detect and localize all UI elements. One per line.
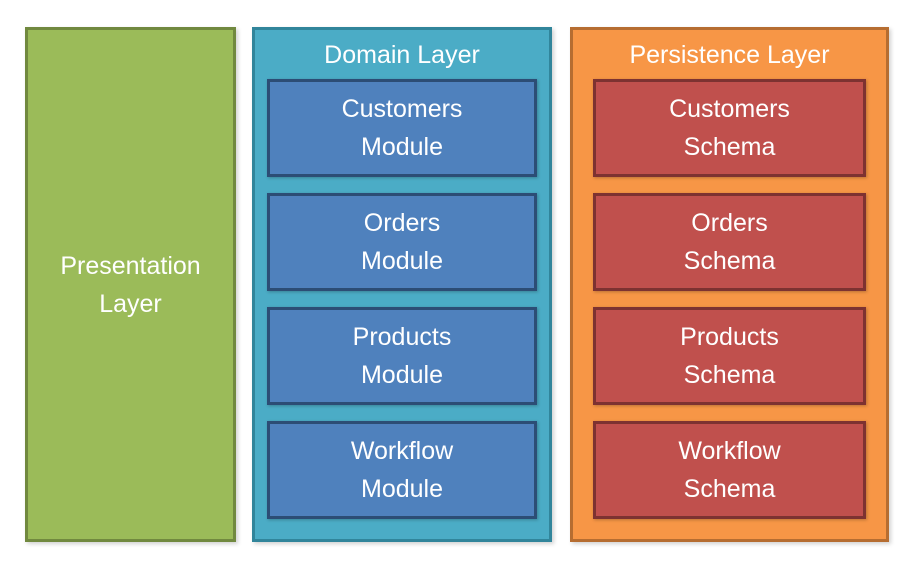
presentation-layer-title: Presentation Layer xyxy=(60,251,201,318)
persistence-layer-header: Persistence Layer xyxy=(593,30,866,79)
persistence-layer-title: Persistence Layer xyxy=(629,40,830,69)
orders-module-label: Orders Module xyxy=(361,209,443,275)
domain-layer-header: Domain Layer xyxy=(267,30,537,79)
domain-layer-box: Domain Layer Customers Module Orders Mod… xyxy=(252,27,552,542)
workflow-module-box: Workflow Module xyxy=(267,421,537,519)
products-module-box: Products Module xyxy=(267,307,537,405)
workflow-schema-box: Workflow Schema xyxy=(593,421,866,519)
products-schema-label: Products Schema xyxy=(680,323,779,389)
orders-schema-box: Orders Schema xyxy=(593,193,866,291)
customers-schema-box: Customers Schema xyxy=(593,79,866,177)
orders-schema-label: Orders Schema xyxy=(683,209,776,275)
orders-module-box: Orders Module xyxy=(267,193,537,291)
customers-module-box: Customers Module xyxy=(267,79,537,177)
workflow-module-label: Workflow Module xyxy=(350,437,454,503)
customers-schema-label: Customers Schema xyxy=(669,95,790,161)
products-module-label: Products Module xyxy=(352,323,452,389)
workflow-schema-label: Workflow Schema xyxy=(678,437,781,503)
persistence-layer-box: Persistence Layer Customers Schema Order… xyxy=(570,27,889,542)
products-schema-box: Products Schema xyxy=(593,307,866,405)
domain-layer-title: Domain Layer xyxy=(324,40,480,69)
presentation-layer-box: Presentation Layer xyxy=(25,27,236,542)
customers-module-label: Customers Module xyxy=(341,95,463,161)
